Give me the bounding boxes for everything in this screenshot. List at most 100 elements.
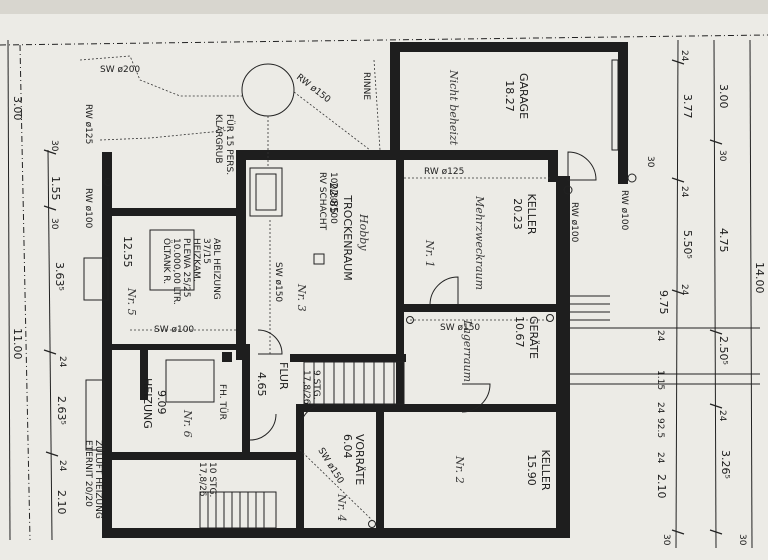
- flur-area: 4.65: [255, 372, 268, 397]
- svg-text:30: 30: [49, 218, 59, 230]
- right-dimension-line-outer: [749, 39, 753, 549]
- svg-text:6.04: 6.04: [341, 434, 354, 459]
- svg-text:24: 24: [655, 330, 665, 342]
- stairs-lower-label: 10 STG. 17,8/26: [197, 462, 217, 497]
- heizraum-area: 12.55: [121, 236, 134, 268]
- heizung-number: Nr. 6: [181, 409, 194, 438]
- svg-text:24: 24: [655, 452, 665, 464]
- svg-text:3.00: 3.00: [11, 96, 24, 121]
- heizung-label: HEIZUNG 9.09: [141, 378, 168, 429]
- rinne-label: RINNE: [361, 72, 371, 100]
- svg-text:15.90: 15.90: [525, 454, 538, 486]
- flur-door: [257, 329, 283, 355]
- svg-text:10 STG.: 10 STG.: [207, 462, 217, 497]
- svg-text:1.55: 1.55: [49, 176, 62, 201]
- rw125-left-label: RW ø125: [83, 104, 93, 144]
- svg-text:FÜR 15 PERS.: FÜR 15 PERS.: [224, 114, 235, 175]
- sw-marker-bottom: [368, 520, 376, 528]
- rw100-right-label: RW ø100: [569, 202, 579, 243]
- rv-shaft: [249, 167, 283, 217]
- left-dimension-line: [47, 149, 53, 541]
- svg-text:30: 30: [737, 534, 747, 546]
- svg-text:GERÄTE: GERÄTE: [527, 316, 540, 359]
- geraete-label: GERÄTE 10.67: [513, 316, 540, 359]
- keller-bottom-door: [461, 383, 491, 413]
- svg-text:KELLER: KELLER: [539, 449, 552, 490]
- svg-text:22.85: 22.85: [327, 182, 340, 214]
- air-shaft: [85, 379, 105, 451]
- vorrate-number: Nr. 4: [335, 493, 348, 522]
- svg-text:2.63⁵: 2.63⁵: [55, 396, 68, 425]
- svg-text:17,8/26: 17,8/26: [197, 462, 207, 497]
- sw100-label: SW ø100: [154, 325, 194, 335]
- svg-text:10.000,00 LTR.: 10.000,00 LTR.: [171, 238, 181, 305]
- svg-text:24: 24: [679, 186, 689, 198]
- sw200-label: SW ø200: [100, 65, 140, 75]
- rw-downpipe-marker: [563, 185, 573, 195]
- left-dimension-texts: 3.00 30 1.55 30 3.63⁵ 24 2.63⁵ 24 2.10 1…: [11, 96, 68, 515]
- flur-label: FLUR: [277, 362, 290, 390]
- sw-marker: [406, 316, 414, 324]
- svg-text:5.50⁵: 5.50⁵: [681, 230, 694, 259]
- garage-window: [611, 59, 619, 151]
- trockenraum-label: TROCKENRAUM 22.85: [327, 182, 354, 280]
- geraete-note: Lagerraum: [461, 319, 474, 382]
- svg-text:ÖLTANK R.: ÖLTANK R.: [161, 238, 172, 284]
- svg-text:24: 24: [57, 460, 67, 472]
- svg-text:KLÄRGRUB: KLÄRGRUB: [213, 114, 224, 164]
- fh-tur-label: FH. TÜR: [217, 384, 228, 420]
- svg-text:VORRÄTE: VORRÄTE: [353, 434, 366, 485]
- svg-text:TROCKENRAUM: TROCKENRAUM: [341, 194, 354, 280]
- svg-text:11.00: 11.00: [11, 328, 24, 360]
- heizraum-label: ABL HEIZUNG 37/15 HEIZKAM. PLEWA 25/25 1…: [161, 238, 221, 305]
- right-dimension-line-mid: [713, 39, 717, 549]
- keller-top-note: Mehrzweckraum: [473, 195, 486, 290]
- sw150-a-label: SW ø150: [273, 262, 283, 302]
- svg-text:2.50⁵: 2.50⁵: [717, 336, 730, 365]
- svg-text:20.23: 20.23: [511, 198, 524, 230]
- svg-text:37/15: 37/15: [201, 238, 211, 264]
- trockenraum-number: Nr. 3: [295, 283, 308, 312]
- svg-text:2.10: 2.10: [55, 490, 68, 515]
- svg-text:9.75: 9.75: [657, 290, 670, 315]
- exterior-steps: [570, 295, 760, 385]
- sw-marker-right: [546, 314, 554, 322]
- rv-schacht-label: RV SCHACHT 100/80/100: [317, 172, 338, 231]
- rw100-left-label: RW ø100: [83, 188, 93, 229]
- svg-text:1.15: 1.15: [655, 370, 665, 390]
- reference-line-left: [19, 44, 31, 541]
- heating-chimney: [149, 229, 195, 291]
- svg-text:ETERNIT 20/20: ETERNIT 20/20: [83, 440, 93, 507]
- svg-text:GARAGE: GARAGE: [517, 73, 530, 119]
- garage-door: [567, 151, 597, 181]
- svg-text:24: 24: [679, 284, 689, 296]
- svg-text:10.67: 10.67: [513, 316, 526, 348]
- svg-text:30: 30: [717, 150, 727, 162]
- svg-text:30: 30: [645, 156, 655, 168]
- trockenraum-note: Hobby: [357, 213, 370, 251]
- svg-text:3.77: 3.77: [681, 94, 694, 119]
- svg-text:3.63⁵: 3.63⁵: [53, 262, 66, 291]
- svg-text:92.5: 92.5: [655, 418, 665, 438]
- svg-text:30: 30: [49, 140, 59, 152]
- rv-shaft-inner: [255, 173, 277, 211]
- left-overall-dimension-line: [7, 39, 11, 541]
- stairs-lower: [199, 491, 277, 529]
- right-dimension-line-inner: [675, 39, 679, 549]
- keller-door: [429, 276, 459, 306]
- garage-label: GARAGE 18.27: [503, 73, 530, 119]
- svg-text:24: 24: [655, 402, 665, 414]
- svg-text:ZULUFT HEIZUNG: ZULUFT HEIZUNG: [93, 440, 103, 519]
- svg-text:FLUR: FLUR: [277, 362, 290, 390]
- stairs-upper-label: 9 STG. 17,8/26: [301, 370, 321, 405]
- svg-text:24: 24: [717, 410, 727, 422]
- svg-text:KELLER: KELLER: [525, 193, 538, 234]
- keller-bottom-label: KELLER 15.90: [525, 449, 552, 490]
- zuluft-label: ZULUFT HEIZUNG ETERNIT 20/20: [83, 440, 103, 519]
- svg-text:24: 24: [679, 50, 689, 62]
- svg-text:24: 24: [57, 356, 67, 368]
- klaergrube-label: KLÄRGRUB FÜR 15 PERS.: [213, 114, 235, 175]
- keller-bottom-number: Nr. 2: [453, 455, 466, 484]
- svg-text:3.26⁵: 3.26⁵: [719, 450, 732, 479]
